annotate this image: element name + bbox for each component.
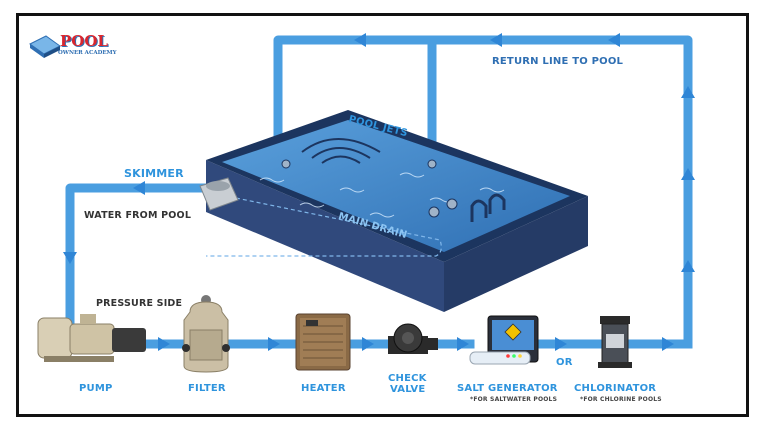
arrow-up-2 <box>681 168 695 180</box>
arrow-down-skimmer <box>63 252 77 264</box>
pool-steps <box>301 138 381 164</box>
pump-label: PUMP <box>79 383 113 394</box>
arrow-right-2 <box>268 337 280 351</box>
skimmer-label: SKIMMER <box>124 167 184 180</box>
salt-generator-note: *FOR SALTWATER POOLS <box>470 396 558 403</box>
return-line-label: RETURN LINE TO POOL <box>492 56 624 67</box>
or-label: OR <box>556 357 573 368</box>
main-drain-2 <box>446 198 458 210</box>
arrow-up-3 <box>681 260 695 272</box>
pool-right-side <box>444 196 588 312</box>
salt-generator <box>469 315 539 365</box>
logo-subtitle: OWNER ACADEMY <box>58 50 117 56</box>
water-waves <box>259 172 505 218</box>
arrow-right-3 <box>362 337 374 351</box>
heater-label: HEATER <box>301 383 346 394</box>
pool-water <box>222 120 570 252</box>
pool-jet-right <box>427 159 437 169</box>
logo-title: POOL <box>60 32 108 50</box>
skimmer-unit <box>199 177 239 211</box>
filter <box>182 295 230 373</box>
arrow-right-6 <box>662 337 674 351</box>
heater <box>295 313 351 371</box>
pool-front-side <box>206 160 444 312</box>
main-drain-1 <box>428 206 440 218</box>
chlorinator <box>598 316 632 368</box>
pool-ladder <box>470 193 506 222</box>
pool-jet-left <box>281 159 291 169</box>
return-line-pipe <box>273 35 693 349</box>
water-from-pool-label: WATER FROM POOL <box>84 210 192 221</box>
logo-icon <box>29 35 61 58</box>
arrow-right-1 <box>158 337 170 351</box>
check-valve-label-line1: CHECK <box>388 373 427 384</box>
arrow-left-skimmer <box>133 181 145 195</box>
arrow-right-5 <box>555 337 567 351</box>
skimmer-line-pipe <box>65 183 211 327</box>
arrow-left-1 <box>608 33 620 47</box>
pool <box>206 110 588 312</box>
arrow-right-4 <box>457 337 469 351</box>
check-valve-label-line2: VALVE <box>390 384 426 395</box>
pump <box>37 314 146 362</box>
chlorinator-note: *FOR CHLORINE POOLS <box>580 396 662 403</box>
arrow-left-3 <box>354 33 366 47</box>
flow-arrows <box>63 33 695 351</box>
filter-label: FILTER <box>188 383 226 394</box>
salt-generator-label: SALT GENERATOR <box>457 383 558 394</box>
chlorinator-label: CHLORINATOR <box>574 383 657 394</box>
pressure-side-label: PRESSURE SIDE <box>96 298 183 309</box>
main-drain-line <box>206 197 442 257</box>
arrow-up-1 <box>681 86 695 98</box>
check-valve <box>388 323 438 354</box>
arrow-left-2 <box>490 33 502 47</box>
